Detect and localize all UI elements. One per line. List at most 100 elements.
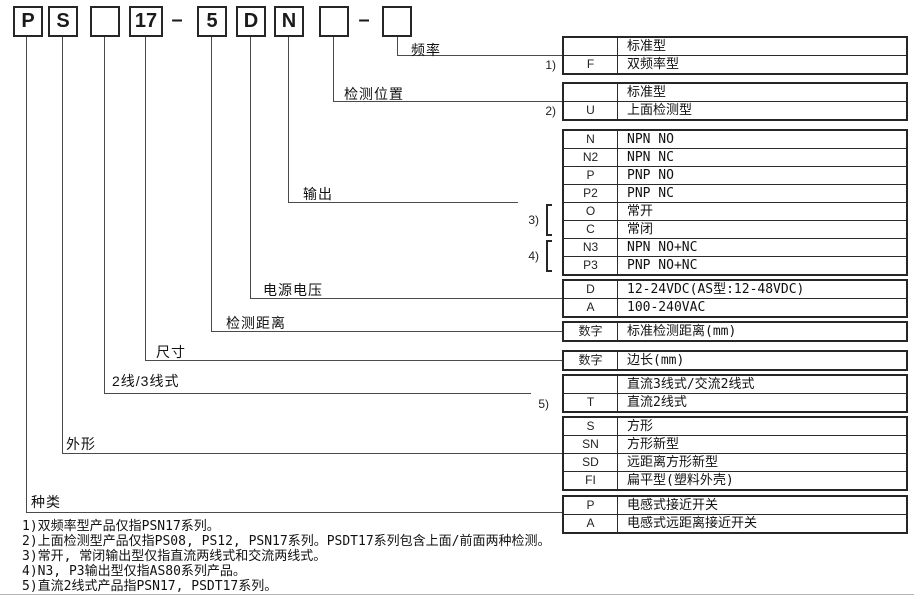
table-row: 数字 标准检测距离(mm) [564, 323, 906, 340]
footnote-line: 1)双频率型产品仅指PSN17系列。 [22, 519, 220, 534]
code-cell: P [564, 497, 618, 514]
code-cell: F [564, 56, 618, 73]
bracket-open-close [546, 204, 552, 236]
table-row: 数字 边长(mm) [564, 352, 906, 369]
code-cell: FI [564, 472, 618, 489]
connector-line [250, 37, 251, 298]
desc-cell: NPN NO [627, 132, 674, 147]
code-dash-1: – [171, 9, 183, 31]
connector-line [145, 360, 562, 361]
table-row: P PNP NO [564, 166, 906, 184]
table-row: A 100-240VAC [564, 298, 906, 316]
table-row: S 方形 [564, 418, 906, 435]
footnote-line: 4)N3, P3输出型仅指AS80系列产品。 [22, 564, 246, 579]
desc-cell: 方形新型 [627, 437, 680, 452]
desc-cell: 电感式远距离接近开关 [627, 516, 758, 531]
desc-cell: 方形 [627, 419, 654, 434]
page-bottom-rule [0, 594, 914, 595]
desc-cell: 双频率型 [627, 57, 680, 72]
desc-cell: 常闭 [627, 222, 654, 237]
connector-line [333, 37, 334, 101]
branch-label-power-voltage: 电源电压 [263, 282, 323, 298]
desc-cell: 电感式接近开关 [627, 498, 719, 513]
code-cell: A [564, 299, 618, 316]
table-row: U 上面检测型 [564, 101, 906, 119]
connector-line [26, 37, 27, 512]
table-row: N3 NPN NO+NC [564, 238, 906, 256]
connector-line [397, 55, 562, 56]
table-row: FI 扁平型(塑料外壳) [564, 471, 906, 489]
table-row: T 直流2线式 [564, 393, 906, 411]
desc-cell: 12-24VDC(AS型:12-48VDC) [627, 282, 805, 297]
table-row: A 电感式远距离接近开关 [564, 514, 906, 532]
table-row: C 常闭 [564, 220, 906, 238]
code-dash-2: – [358, 9, 370, 31]
sensing-position-table: 标准型 U 上面检测型 [562, 82, 908, 121]
connector-line [26, 512, 562, 513]
category-table: P 电感式接近开关 A 电感式远距离接近开关 [562, 495, 908, 534]
desc-cell: 上面检测型 [627, 103, 693, 118]
footnote-marker-5: 5) [538, 397, 549, 411]
code-box-7: N [274, 6, 304, 37]
code-cell: U [564, 102, 618, 119]
power-voltage-table: D 12-24VDC(AS型:12-48VDC) A 100-240VAC [562, 279, 908, 318]
code-cell: S [564, 418, 618, 435]
code-box-5: 5 [197, 6, 227, 37]
code-cell: P [564, 167, 618, 184]
connector-line [145, 37, 146, 360]
desc-cell: NPN NO+NC [627, 240, 698, 255]
code-cell [564, 38, 618, 55]
code-cell: SD [564, 454, 618, 471]
desc-cell: NPN NC [627, 150, 674, 165]
connector-line [288, 202, 518, 203]
table-row: P 电感式接近开关 [564, 497, 906, 514]
table-row: D 12-24VDC(AS型:12-48VDC) [564, 281, 906, 298]
code-cell: A [564, 515, 618, 532]
table-row: 标准型 [564, 84, 906, 101]
connector-line [211, 37, 212, 331]
code-cell: T [564, 394, 618, 411]
branch-label-wire-type: 2线/3线式 [112, 373, 180, 389]
code-box-1: P [13, 6, 43, 37]
table-row: P2 PNP NC [564, 184, 906, 202]
footnote-marker-1: 1) [545, 58, 556, 72]
size-table: 数字 边长(mm) [562, 350, 908, 371]
footnote-line: 3)常开, 常闭输出型仅指直流两线式和交流两线式。 [22, 549, 327, 564]
code-cell: SN [564, 436, 618, 453]
branch-label-shape: 外形 [66, 436, 96, 452]
code-box-3 [90, 6, 120, 37]
code-cell: N3 [564, 239, 618, 256]
desc-cell: 扁平型(塑料外壳) [627, 473, 734, 488]
branch-label-frequency: 频率 [411, 42, 441, 58]
footnote-line: 5)直流2线式产品指PSN17, PSDT17系列。 [22, 579, 278, 594]
code-cell [564, 376, 618, 393]
code-cell: C [564, 221, 618, 238]
connector-line [211, 331, 562, 332]
code-box-4: 17 [129, 6, 163, 37]
table-row: SD 远距离方形新型 [564, 453, 906, 471]
table-row: N2 NPN NC [564, 148, 906, 166]
code-cell: O [564, 203, 618, 220]
code-box-9 [382, 6, 412, 37]
connector-line [104, 37, 105, 393]
bracket-no-nc [546, 240, 552, 272]
code-cell: 数字 [564, 323, 618, 340]
table-row: O 常开 [564, 202, 906, 220]
desc-cell: PNP NO+NC [627, 258, 698, 273]
code-cell: N2 [564, 149, 618, 166]
connector-line [288, 37, 289, 202]
desc-cell: 常开 [627, 204, 654, 219]
code-cell: D [564, 281, 618, 298]
desc-cell: 标准检测距离(mm) [627, 324, 737, 339]
code-cell: P2 [564, 185, 618, 202]
code-box-6: D [236, 6, 266, 37]
branch-label-size: 尺寸 [156, 344, 186, 360]
branch-label-output: 输出 [303, 186, 333, 202]
frequency-table: 标准型 F 双频率型 [562, 36, 908, 75]
table-row: F 双频率型 [564, 55, 906, 73]
code-box-8 [319, 6, 349, 37]
table-row: 标准型 [564, 38, 906, 55]
desc-cell: 直流3线式/交流2线式 [627, 377, 755, 392]
desc-cell: 标准型 [627, 85, 667, 100]
shape-table: S 方形 SN 方形新型 SD 远距离方形新型 FI 扁平型(塑料外壳) [562, 416, 908, 491]
